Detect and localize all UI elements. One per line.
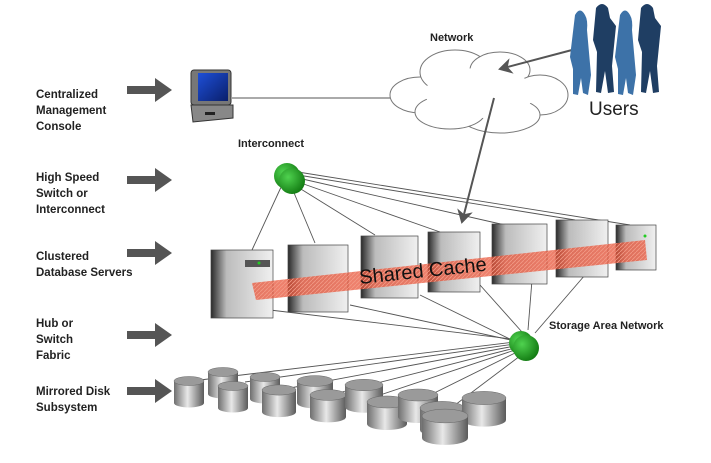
mirrored-disks	[173, 367, 507, 445]
interconnect-links	[251, 171, 631, 251]
disk-icon	[173, 376, 205, 408]
layer-label-disks: Mirrored Disk Subsystem	[36, 386, 111, 414]
network-to-servers-arrow	[457, 97, 495, 224]
disk-icon	[366, 395, 408, 430]
arrow-icon	[127, 241, 172, 265]
disk-icon	[217, 381, 249, 413]
arrow-icon	[127, 323, 172, 347]
layer-label-console: Centralized Management Console	[36, 89, 107, 133]
disk-icon	[309, 389, 347, 423]
console-computer-icon	[190, 69, 234, 123]
disk-icon	[421, 408, 469, 445]
interconnect-label: Interconnect	[238, 138, 305, 150]
san-label: Storage Area Network	[549, 320, 664, 332]
arrow-icon	[127, 78, 172, 102]
layer-label-fabric: Hub or Switch Fabric	[36, 318, 74, 362]
layer-arrows	[127, 78, 172, 403]
network-label: Network	[430, 32, 474, 44]
arrow-icon	[127, 379, 172, 403]
arrow-icon	[127, 168, 172, 192]
users-icon	[570, 4, 661, 95]
users-label: Users	[589, 99, 639, 120]
disk-icon	[261, 384, 297, 418]
network-cloud-icon	[389, 49, 569, 134]
disk-icon	[461, 391, 507, 427]
layer-label-servers: Clustered Database Servers	[36, 251, 133, 279]
interconnect-switch-icon	[274, 163, 305, 194]
layer-label-interconnect: High Speed Switch or Interconnect	[36, 172, 106, 216]
san-switch-icon	[509, 331, 539, 361]
users-to-network-arrow	[498, 49, 573, 74]
